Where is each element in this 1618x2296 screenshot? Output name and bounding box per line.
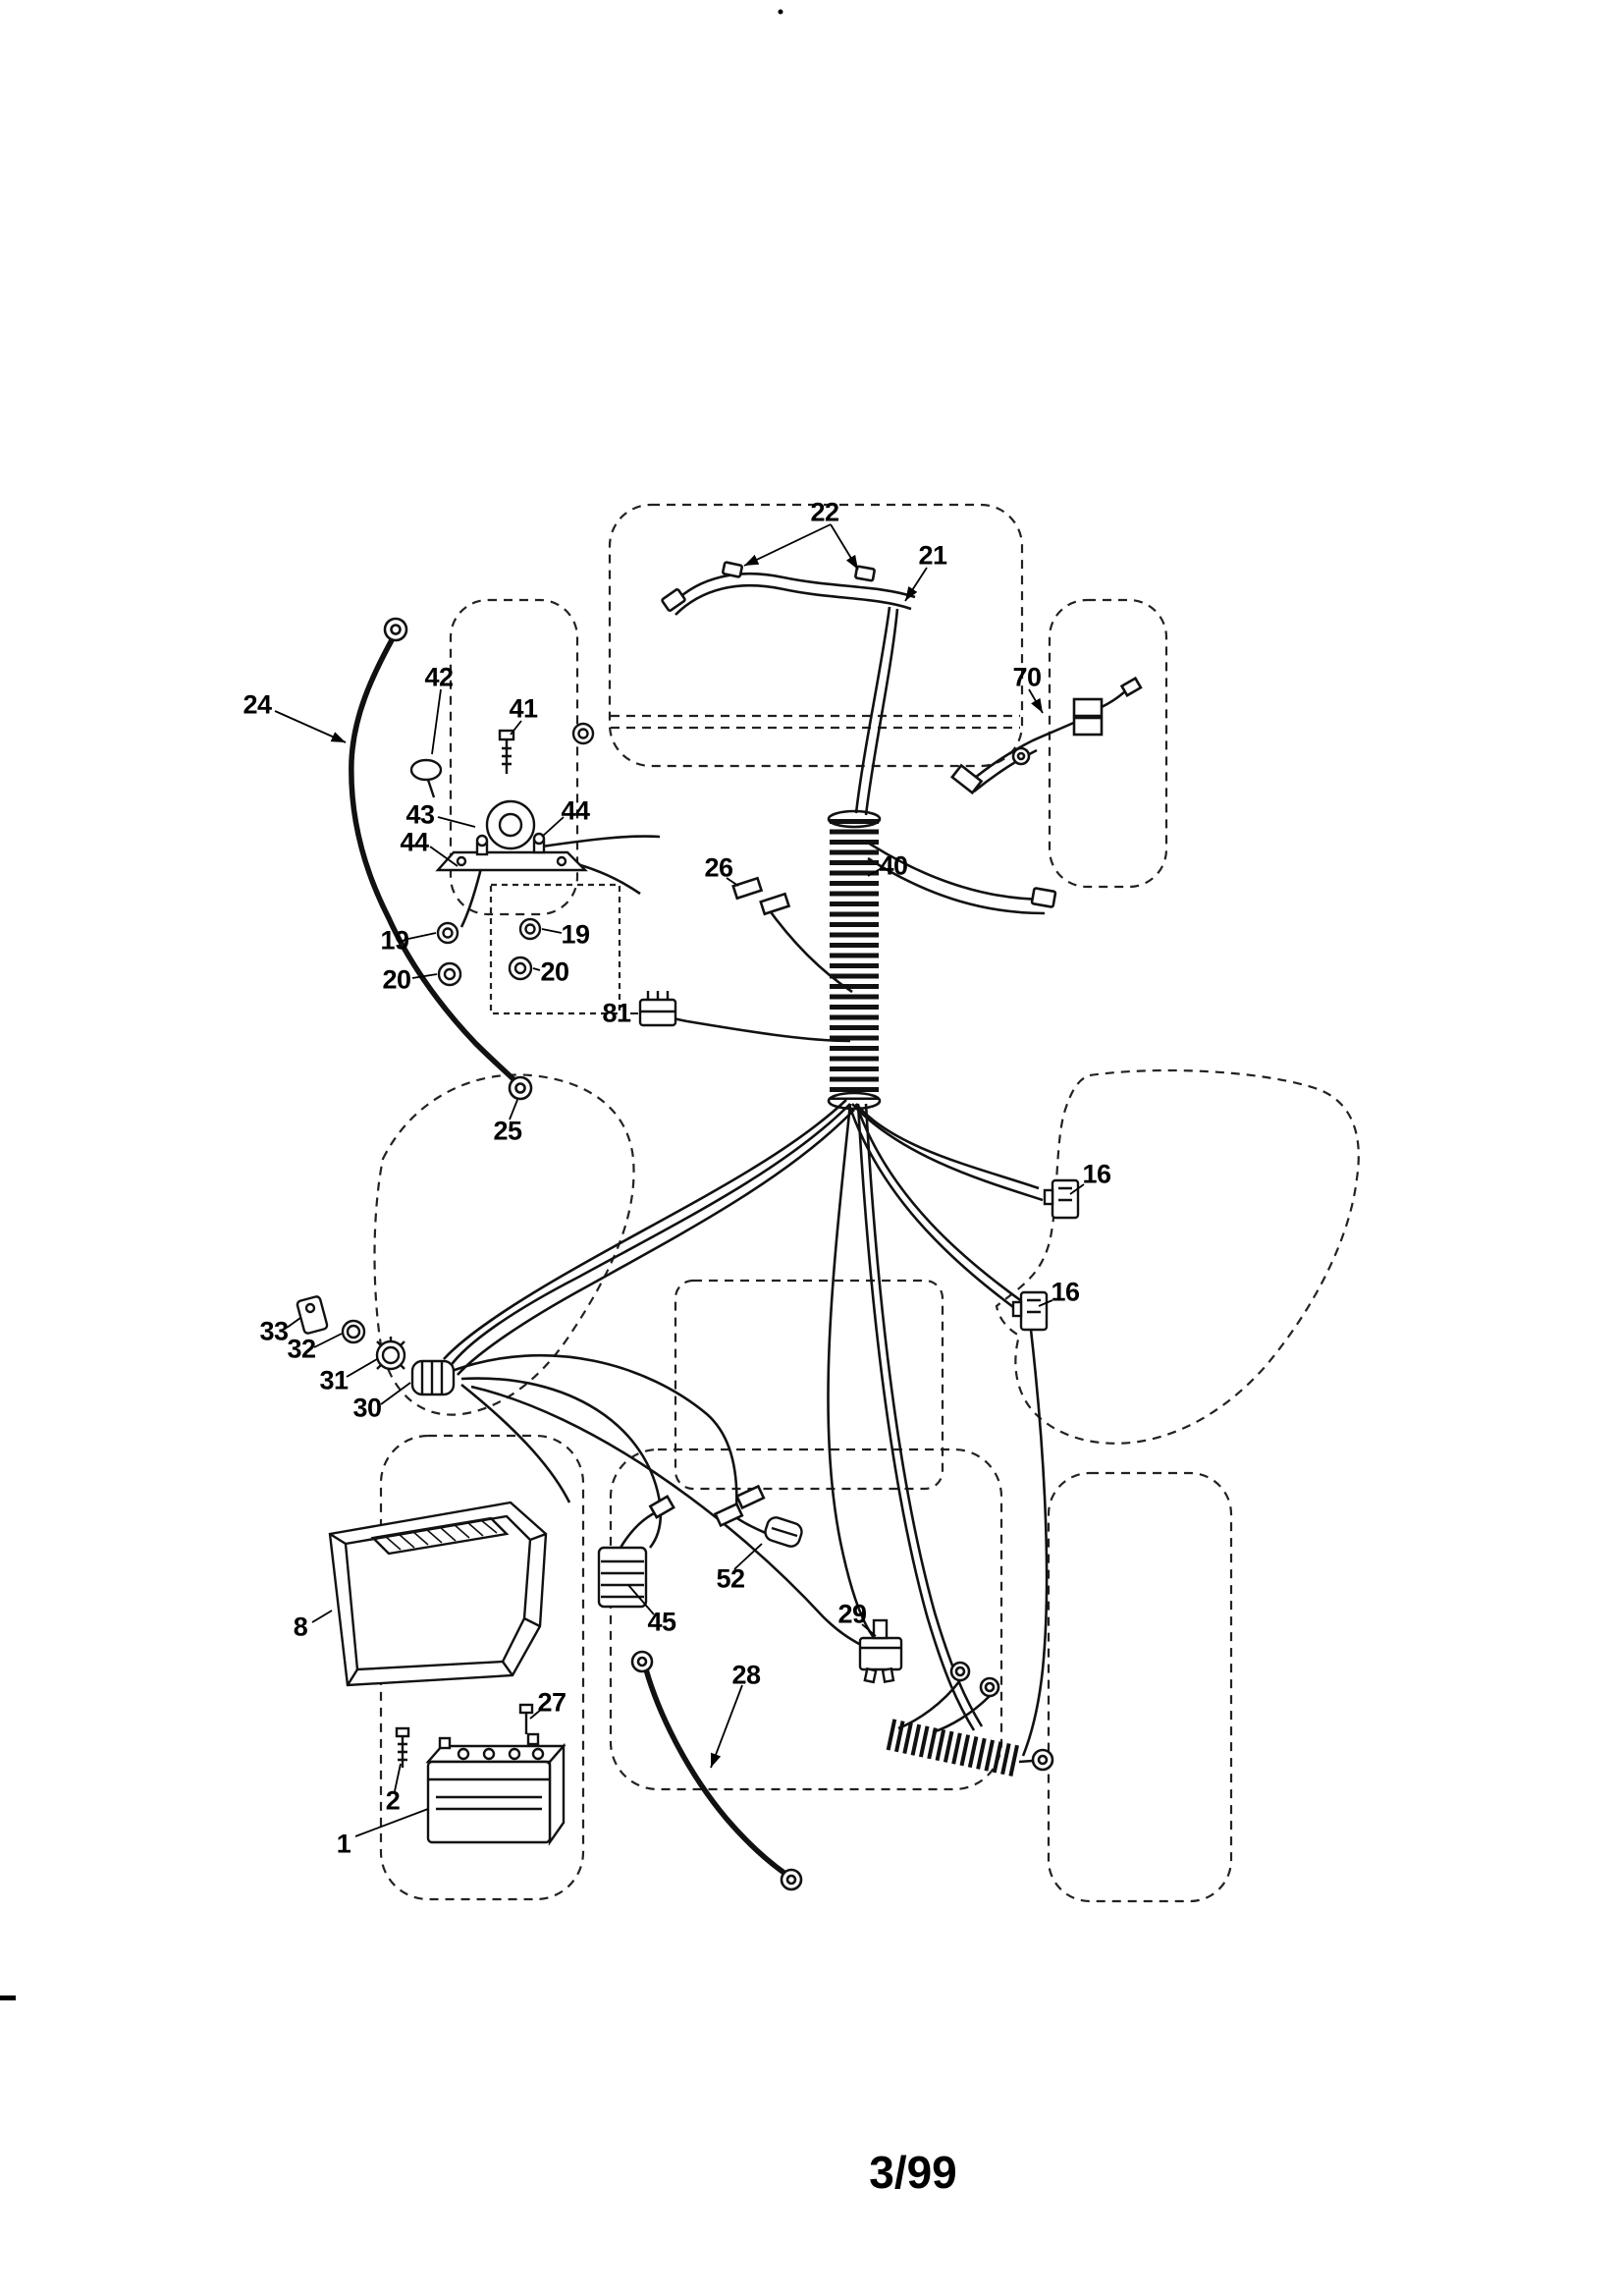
- connector-22b: [854, 565, 876, 582]
- callout-20-left: 20: [382, 964, 411, 995]
- callout-28: 28: [731, 1660, 761, 1690]
- callout-2: 2: [385, 1785, 401, 1816]
- connector-26a: [731, 876, 764, 901]
- callout-44-left: 44: [400, 827, 429, 857]
- callout-16-upper: 16: [1082, 1159, 1111, 1189]
- callout-26: 26: [704, 852, 733, 883]
- components: [296, 722, 1080, 1846]
- connector-16-lower: [1011, 1290, 1049, 1332]
- scan-artifacts: [0, 9, 783, 2000]
- boot-42: [409, 758, 443, 798]
- callout-52: 52: [716, 1563, 745, 1594]
- callout-42: 42: [424, 662, 454, 692]
- coiled-loom-40: [827, 809, 882, 1111]
- callout-16-lower: 16: [1051, 1277, 1080, 1307]
- callout-43: 43: [405, 799, 435, 830]
- connector-16-upper: [1043, 1178, 1080, 1220]
- callout-1: 1: [336, 1829, 351, 1859]
- part-52: [764, 1516, 803, 1548]
- callout-19-right: 19: [561, 919, 590, 950]
- callout-32: 32: [287, 1334, 316, 1364]
- page-date: 3/99: [869, 2147, 957, 2198]
- leader-lines: [274, 523, 1085, 1837]
- callout-30: 30: [352, 1393, 382, 1423]
- battery-1: [425, 1732, 566, 1846]
- callout-81: 81: [602, 998, 631, 1028]
- callout-33: 33: [259, 1316, 289, 1346]
- battery-cable-28: [643, 1668, 787, 1877]
- callout-22: 22: [810, 497, 839, 527]
- callout-19-left: 19: [380, 925, 409, 956]
- callout-31: 31: [319, 1365, 349, 1395]
- callout-24: 24: [243, 689, 272, 720]
- washers-nuts-19-20: [436, 917, 542, 987]
- callout-44-right: 44: [561, 795, 590, 826]
- callout-8: 8: [293, 1612, 308, 1642]
- callout-41: 41: [509, 693, 538, 724]
- callout-70: 70: [1012, 662, 1042, 692]
- callout-20-right: 20: [540, 957, 569, 987]
- callout-27: 27: [537, 1687, 566, 1718]
- connector-26b: [759, 892, 791, 916]
- interlock-switch-29: [858, 1618, 903, 1684]
- coiled-loom-bottom: [886, 1719, 1023, 1777]
- callout-40: 40: [879, 850, 908, 881]
- connector-22a: [722, 561, 743, 578]
- ignition-switch-assembly: [296, 1295, 456, 1396]
- callout-21: 21: [918, 540, 947, 571]
- solenoid-43: [435, 799, 588, 872]
- connector-81: [638, 991, 677, 1027]
- bolt-41: [498, 729, 515, 774]
- pigtail-70: [950, 676, 1143, 795]
- callout-25: 25: [493, 1116, 522, 1146]
- bolt-2: [395, 1726, 410, 1768]
- callout-45: 45: [647, 1607, 676, 1637]
- battery-box-8: [328, 1501, 548, 1687]
- bolt-27: [518, 1703, 534, 1734]
- callout-29: 29: [837, 1599, 867, 1629]
- wiring-harness: [349, 561, 1143, 1891]
- ground-cable-24: [349, 636, 516, 1082]
